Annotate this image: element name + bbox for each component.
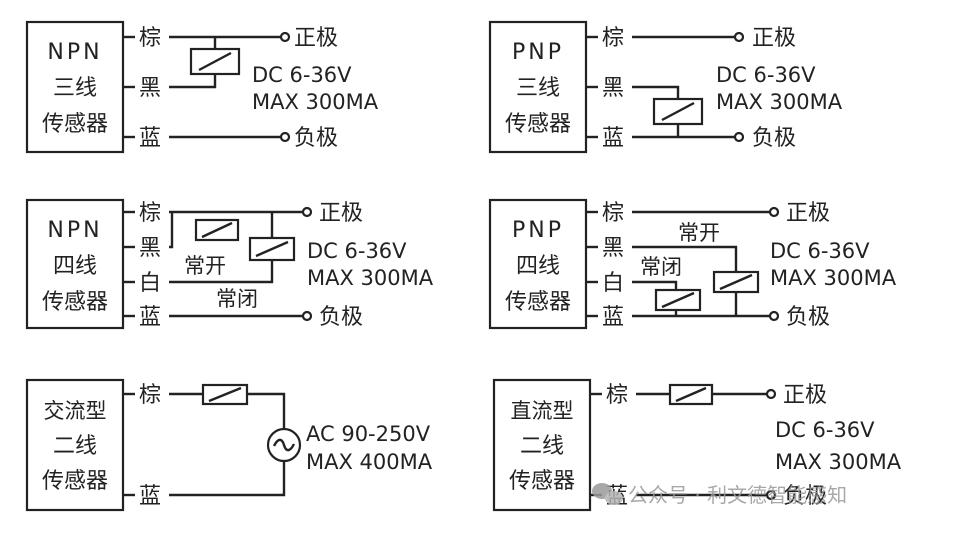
sensor-wires-label: 二线 (53, 434, 97, 459)
panel-npn-3wire: NPN 三线 传感器 棕 黑 蓝 正极 负极 DC 6-36V MAX 300M… (25, 20, 379, 154)
sensor-type-label: NPN (47, 40, 102, 65)
sensor-name-label: 传感器 (42, 290, 108, 315)
sensor-box (492, 378, 592, 512)
nc-label: 常闭 (640, 255, 682, 279)
sensor-type-label: 直流型 (511, 399, 574, 423)
return-wire (169, 461, 286, 497)
sensor-wires-label: 三线 (53, 76, 97, 101)
sensor-box (25, 20, 125, 154)
wire-label-black: 黑 (139, 236, 161, 261)
current-spec: MAX 300MA (716, 90, 843, 114)
wire-label-brown: 棕 (139, 383, 161, 408)
voltage-spec: DC 6-36V (770, 239, 870, 263)
positive-terminal-icon (768, 206, 780, 218)
panel-pnp-3wire: PNP 三线 传感器 棕 黑 蓝 正极 负极 DC 6-36V MAX 300M… (488, 20, 843, 154)
panel-ac-2wire: 交流型 二线 传感器 棕 蓝 AC 90-250V MAX 400MA (25, 378, 433, 512)
voltage-spec: DC 6-36V (716, 63, 816, 87)
wire-label-brown: 棕 (139, 26, 161, 51)
sensor-box (25, 378, 125, 512)
positive-label: 正极 (783, 383, 827, 408)
sensor-type-label: NPN (47, 218, 102, 243)
wire-label-blue: 蓝 (139, 126, 161, 151)
sine-wave-icon (272, 438, 296, 452)
wire-label-brown: 棕 (606, 383, 628, 408)
positive-label: 正极 (319, 201, 363, 226)
white-load-wire (169, 212, 274, 284)
voltage-spec: DC 6-36V (775, 418, 875, 442)
wire-label-white: 白 (139, 271, 161, 296)
sensor-type-label: PNP (512, 40, 564, 65)
sensor-box (488, 198, 588, 330)
sensor-type-label: PNP (512, 218, 564, 243)
sensor-box (488, 20, 588, 154)
positive-terminal-icon (279, 31, 291, 43)
positive-terminal-icon (733, 31, 745, 43)
current-spec: MAX 300MA (252, 90, 379, 114)
current-spec: MAX 300MA (775, 450, 902, 474)
positive-terminal-icon (301, 206, 313, 218)
negative-terminal-icon (301, 310, 313, 322)
black-load-wire (169, 212, 174, 249)
wire-label-black: 黑 (139, 76, 161, 101)
positive-label: 正极 (786, 201, 830, 226)
wire-label-black: 黑 (602, 76, 624, 101)
sensor-wires-label: 三线 (516, 76, 560, 101)
positive-label: 正极 (294, 26, 338, 51)
negative-label: 负极 (294, 126, 338, 151)
watermark-text: 公众号 · 利文德智能感知 (628, 483, 847, 507)
wire-label-brown: 棕 (139, 201, 161, 226)
wire-label-blue: 蓝 (139, 305, 161, 330)
panel-dc-2wire: 直流型 二线 传感器 棕 蓝 正极 负极 DC 6-36V MAX 300MA (492, 378, 902, 512)
negative-label: 负极 (783, 484, 827, 509)
panel-npn-4wire: NPN 四线 传感器 棕 黑 白 蓝 正极 负极 常开 常闭 DC 6-36V … (25, 198, 434, 330)
wechat-logo-icon (592, 483, 623, 505)
no-label: 常开 (678, 221, 720, 245)
sensor-wires-label: 四线 (53, 254, 97, 279)
wire-label-brown: 棕 (602, 201, 624, 226)
negative-terminal-icon (733, 131, 745, 143)
negative-label: 负极 (786, 305, 830, 330)
negative-terminal-icon (279, 131, 291, 143)
positive-label: 正极 (752, 26, 796, 51)
current-spec: MAX 300MA (307, 266, 434, 290)
wire-label-brown: 棕 (602, 26, 624, 51)
positive-terminal-icon (765, 388, 777, 400)
sensor-name-label: 传感器 (505, 290, 571, 315)
current-spec: MAX 300MA (770, 266, 897, 290)
sensor-type-label: 交流型 (44, 399, 107, 423)
sensor-wires-label: 四线 (516, 254, 560, 279)
panel-pnp-4wire: PNP 四线 传感器 棕 黑 白 蓝 正极 负极 常开 常闭 DC 6-36V … (488, 198, 897, 330)
negative-label: 负极 (319, 305, 363, 330)
sensor-wires-label: 二线 (520, 434, 564, 459)
wire-label-blue: 蓝 (602, 305, 624, 330)
nc-label: 常闭 (216, 287, 258, 311)
sensor-box (25, 198, 125, 330)
sensor-name-label: 传感器 (505, 112, 571, 137)
negative-terminal-icon (765, 489, 777, 501)
current-spec: MAX 400MA (306, 450, 433, 474)
wire-label-black: 黑 (602, 236, 624, 261)
watermark: 公众号 · 利文德智能感知 (592, 483, 847, 507)
no-label: 常开 (184, 254, 226, 278)
voltage-spec: DC 6-36V (307, 239, 407, 263)
voltage-spec: DC 6-36V (252, 63, 352, 87)
wire-label-blue: 蓝 (139, 484, 161, 509)
sensor-name-label: 传感器 (509, 469, 575, 494)
negative-terminal-icon (768, 310, 780, 322)
wire-label-white: 白 (602, 271, 624, 296)
wire-label-blue: 蓝 (602, 126, 624, 151)
sensor-name-label: 传感器 (42, 469, 108, 494)
negative-label: 负极 (752, 126, 796, 151)
sensor-name-label: 传感器 (42, 112, 108, 137)
voltage-spec: AC 90-250V (306, 422, 431, 446)
